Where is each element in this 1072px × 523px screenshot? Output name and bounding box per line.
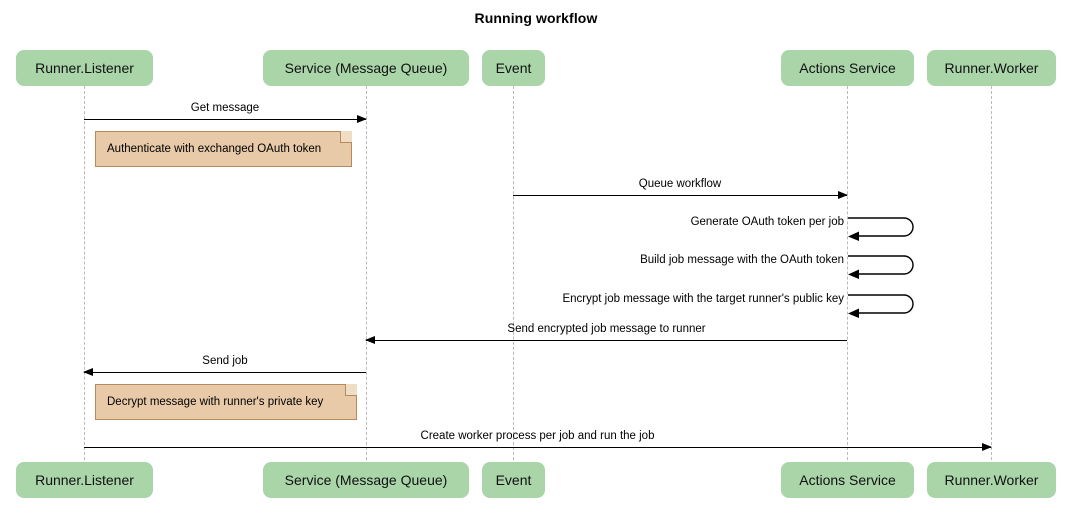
participant-label: Runner.Worker [944, 60, 1039, 76]
page-title: Running workflow [474, 10, 598, 26]
participant-runner-listener-bottom[interactable]: Runner.Listener [16, 462, 153, 498]
participant-event-top[interactable]: Event [482, 50, 545, 86]
message-label: Create worker process per job and run th… [420, 430, 655, 442]
note-fold-icon [340, 131, 352, 143]
message-label: Get message [190, 102, 260, 114]
participant-service-mq-top[interactable]: Service (Message Queue) [263, 50, 469, 86]
participant-runner-worker-bottom[interactable]: Runner.Worker [927, 462, 1056, 498]
message-label: Send job [202, 355, 248, 367]
participant-runner-listener-top[interactable]: Runner.Listener [16, 50, 153, 86]
self-call-label: Generate OAuth token per job [690, 216, 844, 228]
participant-runner-worker-top[interactable]: Runner.Worker [927, 50, 1056, 86]
message-label: Queue workflow [638, 178, 722, 190]
participant-label: Runner.Listener [35, 60, 134, 76]
self-call-generate-token[interactable]: Generate OAuth token per job [691, 216, 915, 241]
participant-event-bottom[interactable]: Event [482, 462, 545, 498]
arrowhead-right-icon [357, 114, 367, 123]
message-line [366, 340, 847, 341]
arrowhead-right-icon [982, 442, 992, 451]
message-label: Send encrypted job message to runner [507, 323, 706, 335]
participant-label: Actions Service [799, 60, 896, 76]
participant-label: Service (Message Queue) [284, 60, 448, 76]
message-line [84, 372, 366, 373]
participant-label: Event [495, 60, 532, 76]
participant-label: Runner.Listener [35, 472, 134, 488]
message-line [513, 195, 847, 196]
arrowhead-left-icon [83, 367, 93, 376]
message-line [84, 447, 991, 448]
arrowhead-right-icon [838, 190, 848, 199]
note-label: Decrypt message with runner's private ke… [107, 396, 324, 408]
self-call-label: Build job message with the OAuth token [640, 254, 844, 266]
participant-service-mq-bottom[interactable]: Service (Message Queue) [263, 462, 469, 498]
participant-label: Event [495, 472, 532, 488]
participant-label: Service (Message Queue) [284, 472, 448, 488]
lifeline-runner-listener [84, 86, 85, 460]
participant-label: Actions Service [799, 472, 896, 488]
lifeline-event [513, 86, 514, 460]
participant-actions-service-bottom[interactable]: Actions Service [781, 462, 914, 498]
note-decrypt: Decrypt message with runner's private ke… [95, 384, 357, 420]
self-call-label: Encrypt job message with the target runn… [562, 293, 844, 305]
note-label: Authenticate with exchanged OAuth token [107, 143, 322, 155]
lifeline-service-mq [366, 86, 367, 460]
lifeline-actions-service [847, 86, 848, 460]
lifeline-runner-worker [991, 86, 992, 460]
participant-actions-service-top[interactable]: Actions Service [781, 50, 914, 86]
self-call-build-message[interactable]: Build job message with the OAuth token [640, 254, 915, 279]
self-call-encrypt-message[interactable]: Encrypt job message with the target runn… [562, 293, 915, 318]
arrowhead-left-icon [365, 335, 375, 344]
participant-label: Runner.Worker [944, 472, 1039, 488]
message-line [84, 119, 366, 120]
note-authenticate: Authenticate with exchanged OAuth token [95, 131, 352, 167]
note-fold-icon [345, 384, 357, 396]
